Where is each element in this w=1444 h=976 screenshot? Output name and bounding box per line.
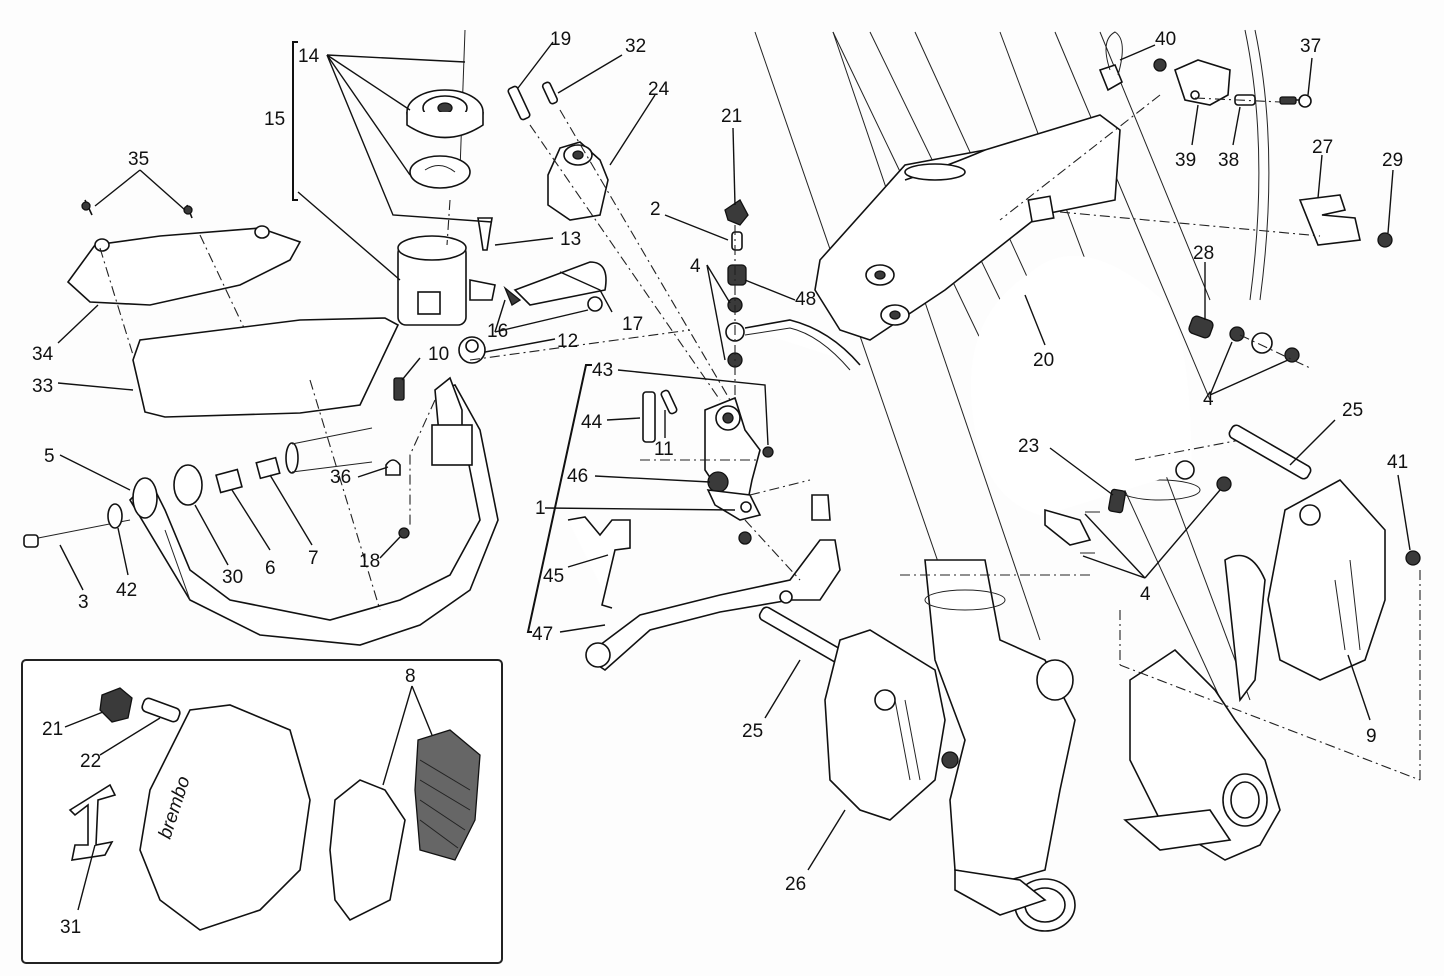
detail-inset: brembo bbox=[21, 659, 503, 964]
callout-20: 20 bbox=[1033, 350, 1054, 371]
callout-26: 26 bbox=[785, 874, 806, 895]
banjo-fitting bbox=[724, 199, 861, 400]
callout-labels: 14 15 35 34 33 13 16 17 12 10 19 32 24 2… bbox=[32, 29, 1408, 938]
callout-2: 2 bbox=[650, 199, 661, 220]
callout-12: 12 bbox=[557, 331, 578, 352]
callout-43: 43 bbox=[592, 360, 613, 381]
callout-25-right: 25 bbox=[1342, 400, 1363, 421]
callout-5: 5 bbox=[44, 446, 55, 467]
callout-4-lower: 4 bbox=[1140, 584, 1151, 605]
callout-1: 1 bbox=[535, 498, 546, 519]
sensor-bracket bbox=[999, 29, 1393, 369]
callout-17: 17 bbox=[622, 314, 643, 335]
fork-leg-left bbox=[924, 559, 1076, 881]
callout-29: 29 bbox=[1382, 150, 1403, 171]
right-caliper bbox=[1119, 424, 1421, 781]
inset-callout-22: 22 bbox=[80, 751, 101, 772]
handguard bbox=[66, 199, 400, 418]
callout-27: 27 bbox=[1312, 137, 1333, 158]
callout-15: 15 bbox=[264, 109, 285, 130]
callout-4-right: 4 bbox=[1203, 389, 1214, 410]
callout-30: 30 bbox=[222, 567, 243, 588]
callout-46: 46 bbox=[567, 466, 588, 487]
callout-11: 11 bbox=[654, 439, 674, 460]
callout-25-left: 25 bbox=[742, 721, 763, 742]
callout-3: 3 bbox=[78, 592, 89, 613]
callout-42: 42 bbox=[116, 580, 137, 601]
guard-bracket bbox=[23, 376, 499, 646]
callout-7: 7 bbox=[308, 548, 319, 569]
callout-6: 6 bbox=[265, 558, 276, 579]
callout-35: 35 bbox=[128, 149, 149, 170]
callout-44: 44 bbox=[581, 412, 603, 433]
callout-48: 48 bbox=[795, 289, 816, 310]
callout-16: 16 bbox=[487, 321, 508, 342]
inset-pad-back bbox=[329, 779, 406, 922]
inset-callout-21: 21 bbox=[42, 719, 63, 740]
callout-38: 38 bbox=[1218, 150, 1239, 171]
callout-21: 21 bbox=[721, 106, 742, 127]
handguard-cover bbox=[132, 317, 400, 418]
callout-19: 19 bbox=[550, 29, 571, 50]
callout-9: 9 bbox=[1366, 726, 1377, 747]
callout-47: 47 bbox=[532, 624, 553, 645]
leader-lines bbox=[57, 41, 1411, 911]
brake-lever bbox=[588, 539, 841, 672]
callout-24: 24 bbox=[648, 79, 670, 100]
lower-triple-clamp bbox=[814, 114, 1121, 341]
callout-34: 34 bbox=[32, 344, 54, 365]
reservoir-hose bbox=[513, 261, 607, 306]
callout-14: 14 bbox=[298, 46, 320, 67]
handlebar-clamp bbox=[507, 81, 731, 401]
callout-36: 36 bbox=[330, 467, 351, 488]
callout-18: 18 bbox=[359, 551, 380, 572]
left-caliper bbox=[758, 606, 959, 821]
callout-40: 40 bbox=[1155, 29, 1176, 50]
callout-13: 13 bbox=[560, 229, 581, 250]
callout-28: 28 bbox=[1193, 243, 1214, 264]
inset-callout-31: 31 bbox=[60, 917, 81, 938]
inset-caliper bbox=[139, 704, 311, 931]
inset-callout-8: 8 bbox=[405, 666, 416, 687]
callout-32: 32 bbox=[625, 36, 646, 57]
callout-41: 41 bbox=[1387, 452, 1408, 473]
callout-45: 45 bbox=[543, 566, 564, 587]
callout-33: 33 bbox=[32, 376, 53, 397]
brake-hose bbox=[900, 255, 1241, 576]
reservoir-assembly bbox=[292, 29, 691, 364]
master-cylinder-assembly bbox=[526, 364, 841, 672]
callout-39: 39 bbox=[1175, 150, 1196, 171]
callout-37: 37 bbox=[1300, 36, 1321, 57]
callout-23: 23 bbox=[1018, 436, 1039, 457]
inset-pad-front bbox=[414, 729, 481, 861]
fork-assembly bbox=[754, 31, 1281, 932]
callout-10: 10 bbox=[428, 344, 449, 365]
callout-4-top: 4 bbox=[690, 256, 701, 277]
